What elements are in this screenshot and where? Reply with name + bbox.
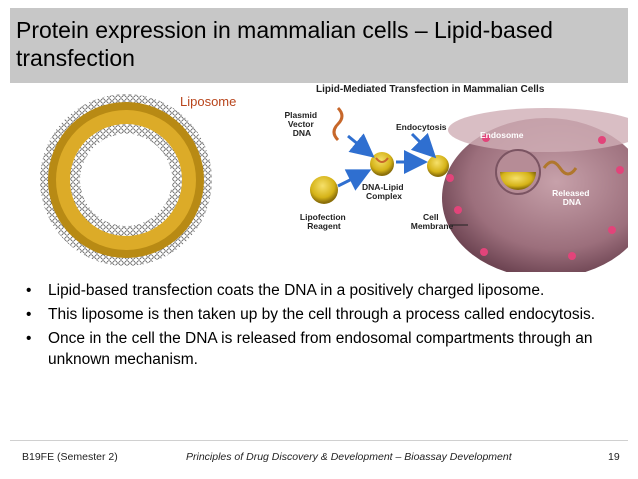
liposome-illustration: Liposome xyxy=(34,86,294,272)
transfection-diagram: Lipid-Mediated Transfection in Mammalian… xyxy=(272,80,628,272)
footer-module: Principles of Drug Discovery & Developme… xyxy=(186,451,512,463)
dna-lipid-complex xyxy=(370,152,394,176)
endosome-label: Endosome xyxy=(480,130,524,140)
diagram-heading: Lipid-Mediated Transfection in Mammalian… xyxy=(316,84,545,95)
svg-text:DNA-Lipid Complex: DNA-Lipid Complex xyxy=(362,182,406,201)
slide-title: Protein expression in mammalian cells – … xyxy=(16,16,616,72)
svg-text:Plasmid Vector DNA: Plasmid Vector DNA xyxy=(285,110,320,138)
page-number: 19 xyxy=(608,451,620,463)
endocytosis-label: Endocytosis xyxy=(396,122,447,132)
bullet-item: •Lipid-based transfection coats the DNA … xyxy=(22,280,612,301)
arrow-dna-to-complex xyxy=(348,136,370,154)
bullet-item: •This liposome is then taken up by the c… xyxy=(22,304,612,325)
footer-divider xyxy=(10,440,628,441)
liposome-label: Liposome xyxy=(180,94,236,109)
plasmid-dna-helix xyxy=(334,108,342,140)
lipofection-reagent xyxy=(310,176,338,204)
footer-course: B19FE (Semester 2) xyxy=(22,451,118,463)
svg-text:Lipofection Reagent: Lipofection Reagent xyxy=(300,212,348,231)
bullet-item: •Once in the cell the DNA is released fr… xyxy=(22,328,612,370)
bullet-list: •Lipid-based transfection coats the DNA … xyxy=(22,280,612,373)
